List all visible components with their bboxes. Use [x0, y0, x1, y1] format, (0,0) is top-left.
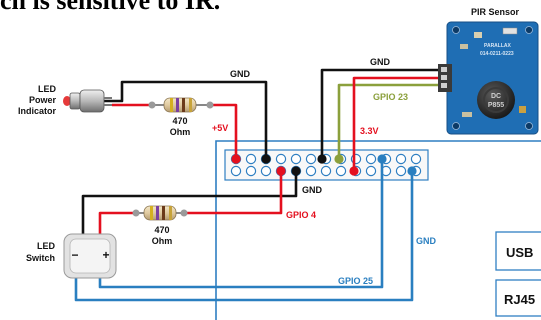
usb-label: USB — [506, 245, 533, 260]
led-switch-plus: + — [102, 248, 109, 262]
wire-gpio23 — [337, 83, 443, 159]
gpio-pin — [335, 165, 347, 177]
gpio-pin — [395, 165, 407, 177]
wire-gnd-pir — [320, 68, 443, 159]
resistor-top-unit: Ohm — [170, 127, 191, 137]
wire-3v3 — [352, 76, 443, 171]
pir-dome-text-1: DC — [491, 93, 501, 100]
pi-board — [215, 140, 541, 320]
label-gnd-mid: GND — [302, 185, 323, 195]
gpio-pin — [260, 165, 272, 177]
led-power-indicator — [63, 89, 112, 113]
gpio-pin — [365, 165, 377, 177]
label-gnd-right: GND — [416, 236, 437, 246]
resistor-bottom — [132, 205, 188, 221]
resistor-top-value: 470 — [172, 116, 187, 126]
wire-gpio25 — [98, 159, 384, 289]
wire-gnd-switch — [81, 171, 298, 246]
gpio-pin — [410, 153, 422, 165]
pir-dome-text-2: P855 — [488, 102, 504, 109]
label-gnd-pir: GND — [370, 57, 391, 67]
resistor-top — [148, 97, 214, 113]
led-switch-minus: − — [71, 248, 78, 262]
wire-5v-b — [212, 103, 238, 159]
led-power-label-3: Indicator — [18, 106, 57, 116]
gpio-pin — [230, 165, 242, 177]
gpio-pin — [320, 165, 332, 177]
pin-connections — [231, 154, 417, 176]
led-power-label-2: Power — [29, 95, 57, 105]
gpio-pin — [305, 165, 317, 177]
resistor-bottom-value: 470 — [154, 225, 169, 235]
usb-port: USB — [495, 231, 541, 271]
label-gpio4: GPIO 4 — [286, 210, 316, 220]
gpio-pin — [365, 153, 377, 165]
gpio-pin — [305, 153, 317, 165]
gpio-pin — [290, 153, 302, 165]
gpio-pin — [245, 165, 257, 177]
gpio-pin — [245, 153, 257, 165]
led-switch-label-1: LED — [37, 241, 56, 251]
label-gpio23: GPIO 23 — [373, 92, 408, 102]
wire-gnd-blue — [74, 171, 414, 302]
resistor-bottom-unit: Ohm — [152, 236, 173, 246]
led-switch-label-2: Switch — [26, 253, 55, 263]
rj45-label: RJ45 — [504, 292, 535, 307]
led-power-label-1: LED — [38, 84, 57, 94]
page-caption: ch is sensitive to IR. — [0, 0, 221, 15]
pir-sensor — [438, 21, 539, 135]
label-3v3: 3.3V — [360, 126, 379, 136]
rj45-port: RJ45 — [495, 279, 541, 317]
pir-title: PIR Sensor — [471, 7, 520, 17]
pir-board-text-2: 014-0211-0223 — [480, 51, 514, 57]
wire-gpio4-b — [182, 171, 283, 215]
gpio-pin — [395, 153, 407, 165]
wire-gnd-led-power — [102, 80, 268, 159]
label-5v: +5V — [212, 123, 228, 133]
label-gnd-top: GND — [230, 69, 251, 79]
label-gpio25: GPIO 25 — [338, 276, 373, 286]
gpio-pin — [275, 153, 287, 165]
led-switch — [63, 233, 117, 279]
pir-board-text-1: PARALLAX — [484, 43, 512, 49]
wires — [74, 68, 443, 302]
